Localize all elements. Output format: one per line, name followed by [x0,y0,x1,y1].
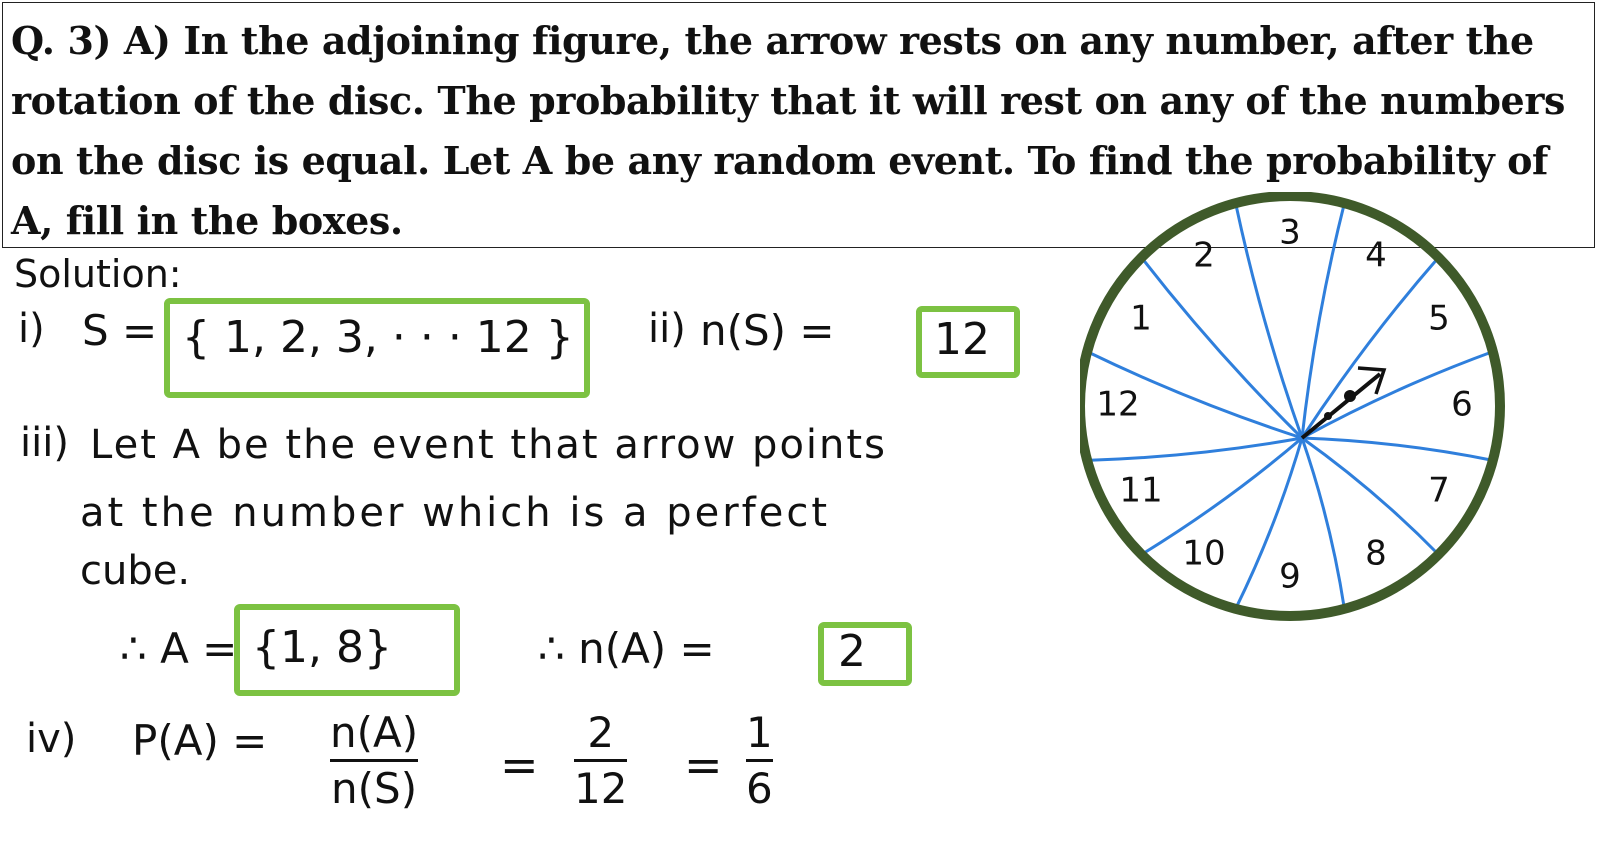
event-a-set: {1, 8} [252,622,392,673]
answer-box-event-a [234,604,460,696]
disc-sector-lines [1086,202,1494,610]
disc-sector-line [1140,256,1304,440]
disc-number: 2 [1193,236,1215,276]
fraction-na-over-ns: n(A) n(S) [330,708,419,813]
disc-number: 7 [1428,471,1450,511]
disc-number: 6 [1451,385,1473,425]
question-box: Q. 3) A) In the adjoining figure, the ar… [2,2,1595,248]
disc-rim [1080,192,1505,621]
disc-sector-line [1087,436,1303,462]
step2-lhs: n(S) = [700,306,835,355]
fraction1-denominator: n(S) [331,764,418,813]
disc-number: 11 [1119,471,1162,511]
solution-heading: Solution: [14,252,182,296]
event-a-lhs: ∴ A = [120,624,238,673]
disc-sector-line [1301,436,1440,556]
step4-label: iv) [26,716,77,762]
disc-sector-line [1300,202,1346,439]
step1-lhs: S = [82,306,158,355]
question-text: Q. 3) A) In the adjoining figure, the ar… [11,18,1565,243]
step1-label: i) [18,306,45,352]
sample-space-set: { 1, 2, 3, · · · 12 } [182,312,574,363]
fraction-1-over-6: 1 6 [746,708,773,813]
fraction1-bar [330,759,419,762]
disc-sector-line [1300,256,1440,439]
answer-box-sample-space [164,298,590,398]
disc-sector-line [1301,350,1494,440]
disc-sector-line [1301,436,1494,462]
fraction1-numerator: n(A) [330,708,419,757]
disc-number: 1 [1130,299,1152,339]
na-value: 2 [838,626,866,677]
step3-line3: cube. [80,548,191,594]
disc-sector-line [1234,202,1304,439]
disc-number: 8 [1365,534,1387,574]
disc-number: 5 [1428,299,1450,339]
disc-number: 3 [1279,213,1301,253]
disc-number: 4 [1365,236,1387,276]
disc-sector-line [1300,437,1346,610]
fraction3-numerator: 1 [746,708,773,757]
fraction-2-over-12: 2 12 [574,708,628,813]
fraction3-bar [746,759,773,762]
step3-line1: Let A be the event that arrow points [90,422,887,468]
disc-sector-line [1086,350,1303,440]
answer-box-ns [916,306,1020,378]
step4-lhs: P(A) = [132,716,268,765]
equals-sign-2: = [684,738,723,792]
fraction2-numerator: 2 [587,708,615,757]
na-lhs: ∴ n(A) = [538,624,715,673]
disc-number: 12 [1096,385,1139,425]
fraction3-denominator: 6 [746,764,773,813]
step3-label: iii) [20,420,69,466]
equals-sign-1: = [500,738,539,792]
step2-label: ii) [648,306,686,352]
disc-number: 10 [1182,534,1225,574]
fraction2-denominator: 12 [574,764,628,813]
step3-line2: at the number which is a perfect [80,490,831,536]
fraction2-bar [574,759,628,762]
disc-sector-line [1140,436,1303,556]
spinner-arrow-icon [1300,366,1387,440]
disc-sector-line [1234,437,1304,610]
ns-value: 12 [934,314,990,365]
answer-box-na [818,622,912,686]
disc-number: 9 [1279,557,1301,597]
